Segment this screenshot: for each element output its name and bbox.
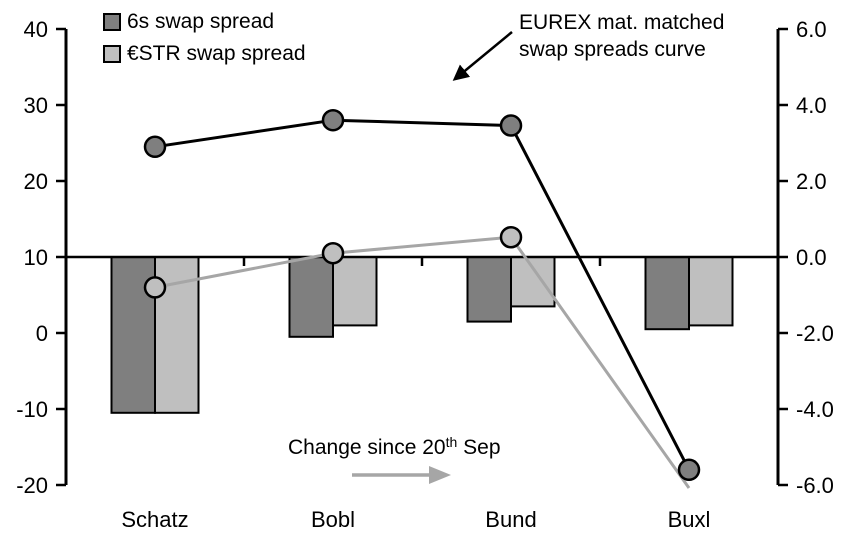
bar-STRswapspread-buxl (688, 256, 734, 327)
left-axis-tick-label: -10 (16, 397, 48, 422)
change-annotation-arrow (352, 466, 451, 484)
bar-6sswapspread-buxl (644, 256, 690, 331)
legend-swatch-estr (103, 44, 121, 63)
change-annotation-text: Change since 20th Sep (288, 434, 501, 460)
eurex-annotation-line2: swap spreads curve (519, 38, 706, 61)
bar-6sswapspread-bund (466, 256, 512, 323)
right-axis-tick-label: 6.0 (796, 17, 827, 42)
right-axis-tick-label: -2.0 (796, 321, 834, 346)
marker-STRswapspreadcurve-schatz (143, 276, 167, 299)
line-STRswapspreadcurve (154, 235, 691, 489)
lines-layer (143, 108, 701, 489)
right-axis-tick-label: -6.0 (796, 473, 834, 498)
right-axis-tick-label: 0.0 (796, 245, 827, 270)
eurex-annotation-text: EUREX mat. matched swap spreads curve (519, 9, 724, 63)
left-axis-tick-label: 20 (24, 169, 48, 194)
left-axis-tick-label: -20 (16, 473, 48, 498)
axes-layer (56, 27, 788, 487)
right-axis-tick-label: -4.0 (796, 397, 834, 422)
eurex-annotation-line1: EUREX mat. matched (519, 11, 725, 34)
category-label-bund: Bund (485, 507, 536, 532)
category-label-buxl: Buxl (668, 507, 711, 532)
legend-label-estr: €STR swap spread (127, 42, 306, 65)
marker-6sswapspreadcurve-schatz (143, 135, 167, 159)
category-label-schatz: Schatz (121, 507, 188, 532)
line-6sswapspreadcurve (154, 118, 691, 471)
left-axis-tick-label: 30 (24, 93, 48, 118)
left-axis-tick-label: 40 (24, 17, 48, 42)
change-annotation-superscript: th (445, 434, 458, 450)
legend-item-6s: 6s swap spread (103, 7, 306, 36)
marker-6sswapspreadcurve-buxl (677, 458, 701, 482)
marker-6sswapspreadcurve-bobl (321, 108, 345, 132)
right-axis-tick-label: 4.0 (796, 93, 827, 118)
change-annotation-suffix: Sep (457, 436, 501, 459)
marker-6sswapspreadcurve-bund (499, 114, 523, 137)
eurex-annotation-arrow (452, 31, 513, 81)
bar-STRswapspread-bobl (332, 256, 378, 327)
legend-item-estr: €STR swap spread (103, 39, 306, 68)
marker-STRswapspreadcurve-bobl (321, 241, 345, 265)
legend-label-6s: 6s swap spread (127, 10, 275, 33)
legend-swatch-6s (103, 12, 121, 31)
category-label-bobl: Bobl (311, 507, 355, 532)
change-annotation-prefix: Change since 20 (288, 436, 446, 459)
bar-6sswapspread-bobl (288, 256, 334, 338)
legend: 6s swap spread €STR swap spread (103, 7, 306, 68)
right-axis-tick-label: 2.0 (796, 169, 827, 194)
left-axis-tick-label: 0 (36, 321, 48, 346)
left-axis-tick-label: 10 (24, 245, 48, 270)
axis-labels-layer: 403020100-10-206.04.02.00.0-2.0-4.0-6.0S… (16, 17, 834, 532)
bar-STRswapspread-bund (510, 256, 556, 308)
marker-STRswapspreadcurve-bund (499, 225, 523, 249)
bars-layer (110, 256, 734, 414)
